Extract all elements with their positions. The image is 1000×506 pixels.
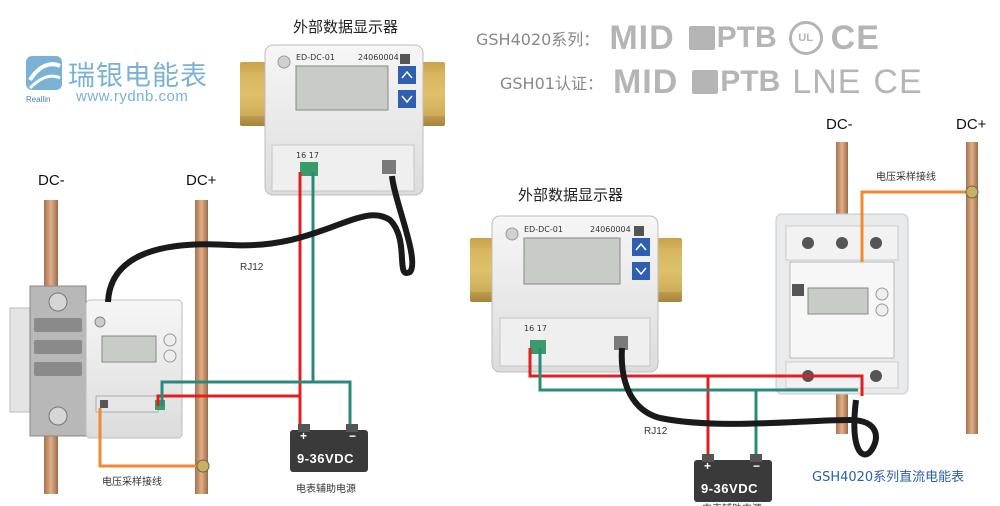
left-voltage-wire-label: 电压采样接线 [102,477,162,488]
left-display-terminals: 16 17 [296,151,319,160]
left-meter [9,285,183,439]
right-power-label: 电表辅助电源 [702,500,762,506]
left-display-code: 24060004 [358,53,399,62]
right-display-title: 外部数据显示器 [518,186,624,204]
ptb-logo-icon [688,26,715,50]
cert-row-gsh01: GSH01认证： MID PTB LNE CE [500,62,923,102]
left-external-display [264,44,424,196]
left-display-title: 外部数据显示器 [293,18,399,36]
logo-name: 瑞银电能表 [68,61,208,92]
right-dc-minus-label: DC- [826,116,853,133]
right-external-display [491,215,659,373]
logo-brand: Reallin [26,95,51,104]
svg-text:+: + [300,429,307,443]
svg-text:−: − [349,429,356,443]
left-dc-plus-label: DC+ [186,172,217,189]
right-display-code: 24060004 [590,225,631,234]
right-dc-plus-bar [966,142,978,434]
svg-text:+: + [704,459,711,473]
right-display-model: ED-DC-01 [524,225,563,234]
left-rj12-label: RJ12 [240,262,264,273]
svg-text:−: − [753,459,760,473]
left-dc-plus-clamp [196,459,210,473]
cert-mark-ptb: PTB [720,65,781,98]
right-battery-label: 9-36VDC [701,481,758,496]
cert-mark-mid: MID [612,62,679,101]
right-dc-plus-label: DC+ [956,116,987,133]
right-dc-plus-clamp [965,185,979,199]
cert-mark-ce: CE [873,62,923,101]
ptb-logo-icon [692,70,719,94]
cert-label: GSH4020系列： [476,30,600,49]
left-wires [98,172,416,468]
right-meter [775,213,909,395]
right-rj12-label: RJ12 [644,426,668,437]
cert-mark-lne: LNE [792,62,862,101]
right-meter-caption: GSH4020系列直流电能表 [812,470,965,485]
left-power-label: 电表辅助电源 [296,484,356,495]
logo-url[interactable]: www.rydnb.com [76,88,189,105]
right-wires [528,190,970,460]
right-voltage-wire-label: 电压采样接线 [876,172,936,183]
left-display-model: ED-DC-01 [296,53,335,62]
cert-label: GSH01认证： [500,74,603,93]
cert-mark-ul: UL [788,21,823,55]
left-dc-minus-label: DC- [38,172,65,189]
left-battery-label: 9-36VDC [297,451,354,466]
logo-icon [26,56,62,90]
cert-mark-ptb: PTB [716,21,777,54]
cert-mark-ce: CE [830,18,880,57]
cert-mark-mid: MID [609,18,675,57]
right-display-terminals: 16 17 [524,324,547,333]
left-dc-plus-bar [195,200,208,494]
cert-row-gsh4020: GSH4020系列： MID PTB UL CE [476,18,880,58]
right-battery: + − [694,454,772,502]
left-battery: + − [290,424,368,472]
